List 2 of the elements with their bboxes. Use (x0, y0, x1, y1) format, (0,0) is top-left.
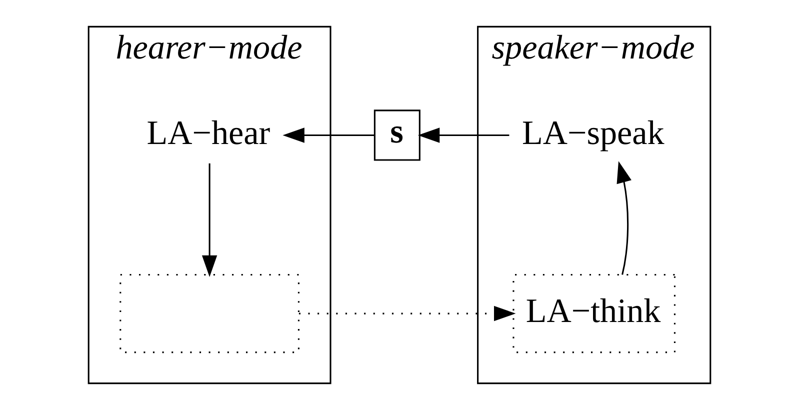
node-text: LA−speak (522, 114, 664, 152)
node-text: LA−hear (146, 114, 270, 152)
